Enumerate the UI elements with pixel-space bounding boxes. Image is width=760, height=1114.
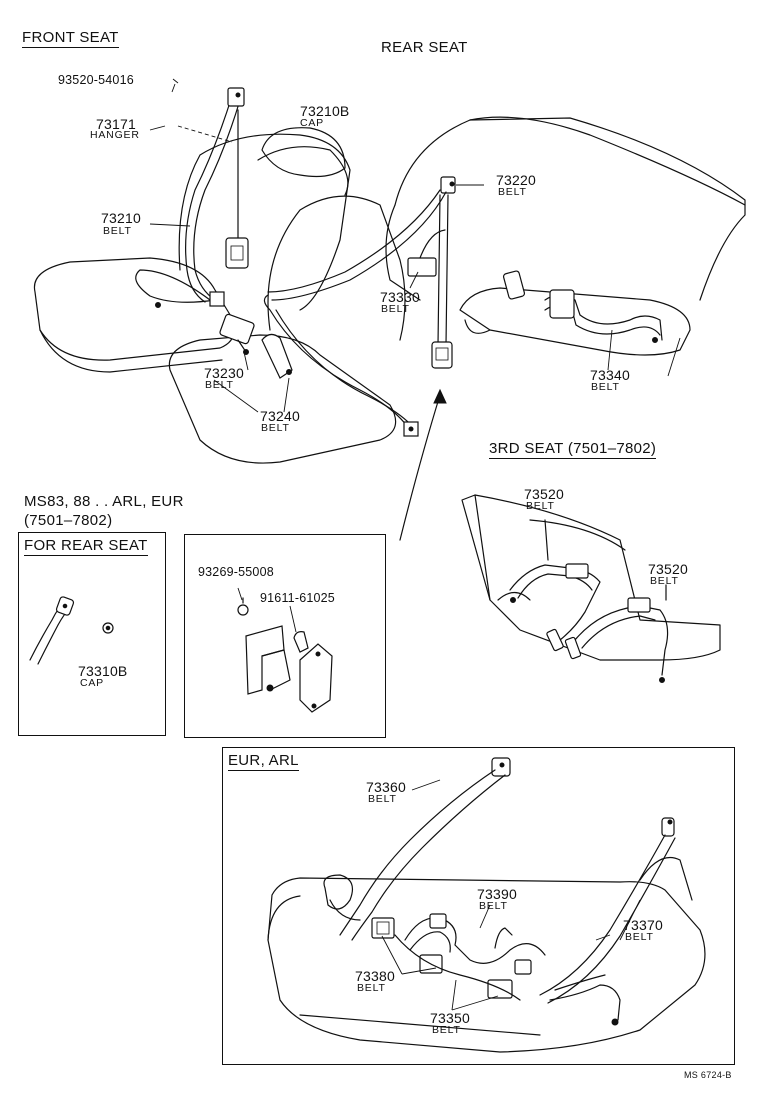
anchor-detail-box (184, 534, 386, 738)
for-rear-seat-drawing (29, 596, 114, 665)
part-73210b-name: CAP (300, 117, 324, 129)
part-73210b-number: 73210B (300, 103, 350, 119)
rear-belt-73340 (502, 270, 663, 343)
part-73360-number: 73360 (366, 779, 406, 795)
third-seat-title: 3RD SEAT (7501–7802) (489, 440, 657, 459)
part-73171-number: 73171 (96, 116, 136, 132)
third-seat-drawing (461, 494, 721, 683)
part-73520b-name: BELT (650, 575, 679, 587)
eur-arl-box (222, 747, 735, 1065)
part-73520a-name: BELT (526, 500, 555, 512)
eur-arl-drawing (267, 757, 706, 1053)
anchor-detail-drawing (237, 587, 333, 713)
for-rear-seat-title: FOR REAR SEAT (24, 537, 148, 556)
part-73390-number: 73390 (477, 886, 517, 902)
part-73171-name: HANGER (90, 129, 140, 141)
part-73330-name: BELT (381, 303, 410, 315)
part-73330-number: 73330 (380, 289, 420, 305)
part-93269-number: 93269-55008 (198, 565, 274, 579)
part-73340-number: 73340 (590, 367, 630, 383)
part-73340-name: BELT (591, 381, 620, 393)
front-buckles-73230-73240 (219, 313, 293, 379)
part-73310b-name: CAP (80, 677, 104, 689)
rear-seat-title: REAR SEAT (381, 39, 468, 56)
part-73370-name: BELT (625, 931, 654, 943)
part-73220-number: 73220 (496, 172, 536, 188)
front-seat-drawing (33, 127, 406, 464)
part-91611-number: 91611-61025 (260, 591, 335, 605)
footer-code: MS 6724-B (684, 1070, 732, 1080)
part-93520-number: 93520-54016 (58, 73, 134, 87)
part-73230-number: 73230 (204, 365, 244, 381)
part-73350-name: BELT (432, 1024, 461, 1036)
part-73520a-number: 73520 (524, 486, 564, 502)
part-73520b-number: 73520 (648, 561, 688, 577)
rear-seat-drawing (385, 116, 746, 356)
leader-lines-top (149, 78, 681, 541)
part-73390-name: BELT (479, 900, 508, 912)
part-73210-name: BELT (103, 225, 132, 237)
front-seat-title: FRONT SEAT (22, 29, 119, 48)
part-73310b-number: 73310B (78, 663, 128, 679)
part-73360-name: BELT (368, 793, 397, 805)
ms83-note-line2: (7501–7802) (24, 512, 113, 529)
part-73240-name: BELT (261, 422, 290, 434)
part-73230-name: BELT (205, 379, 234, 391)
front-belt-73210 (135, 87, 249, 308)
part-73220-name: BELT (498, 186, 527, 198)
part-73380-number: 73380 (355, 968, 395, 984)
part-73370-number: 73370 (623, 917, 663, 933)
ms83-note-line1: MS83, 88 . . ARL, EUR (24, 493, 184, 510)
eur-arl-title: EUR, ARL (228, 752, 299, 771)
part-73350-number: 73350 (430, 1010, 470, 1026)
part-73210-number: 73210 (101, 210, 141, 226)
for-rear-seat-box (18, 532, 166, 736)
part-73380-name: BELT (357, 982, 386, 994)
rear-belts-73220-73330 (263, 176, 456, 437)
part-73240-number: 73240 (260, 408, 300, 424)
